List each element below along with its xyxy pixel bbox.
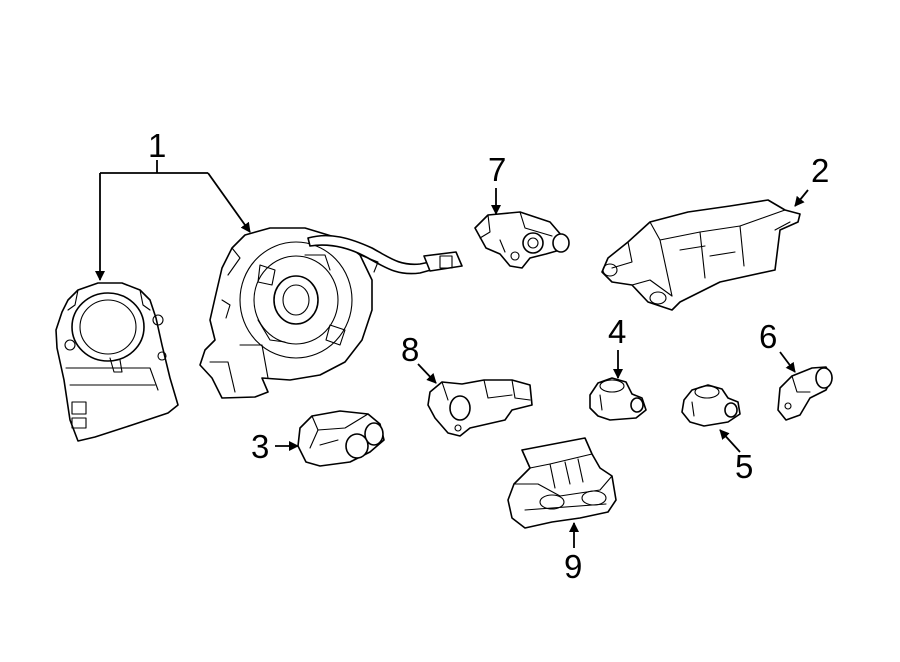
leader-lines (95, 160, 809, 548)
leader-6 (779, 351, 796, 373)
part-8-sensor[interactable] (427, 379, 533, 437)
callout-4: 4 (608, 313, 626, 350)
leader-8 (417, 363, 437, 384)
part-4-sensor[interactable] (589, 377, 647, 421)
callouts: 1 2 3 4 5 6 7 8 9 (148, 127, 829, 585)
callout-7: 7 (488, 151, 506, 188)
part-9-sensor[interactable] (507, 437, 617, 529)
part-5-sensor[interactable] (681, 384, 741, 427)
part-2-airbag-module[interactable] (601, 199, 801, 311)
callout-9: 9 (564, 548, 582, 585)
callout-6: 6 (759, 318, 777, 355)
callout-8: 8 (401, 331, 419, 368)
leader-5 (719, 429, 741, 453)
callout-2: 2 (811, 152, 829, 189)
callout-1: 1 (148, 127, 166, 164)
part-1-steering-sensor[interactable] (55, 282, 179, 442)
part-7-sensor[interactable] (474, 211, 570, 269)
callout-5: 5 (735, 448, 753, 485)
callout-3: 3 (251, 428, 269, 465)
part-6-sensor[interactable] (777, 366, 833, 421)
leader-1-right (207, 172, 251, 233)
part-1-clock-spring[interactable] (199, 227, 463, 399)
part-3-sensor[interactable] (297, 410, 385, 467)
leader-2 (794, 189, 809, 207)
